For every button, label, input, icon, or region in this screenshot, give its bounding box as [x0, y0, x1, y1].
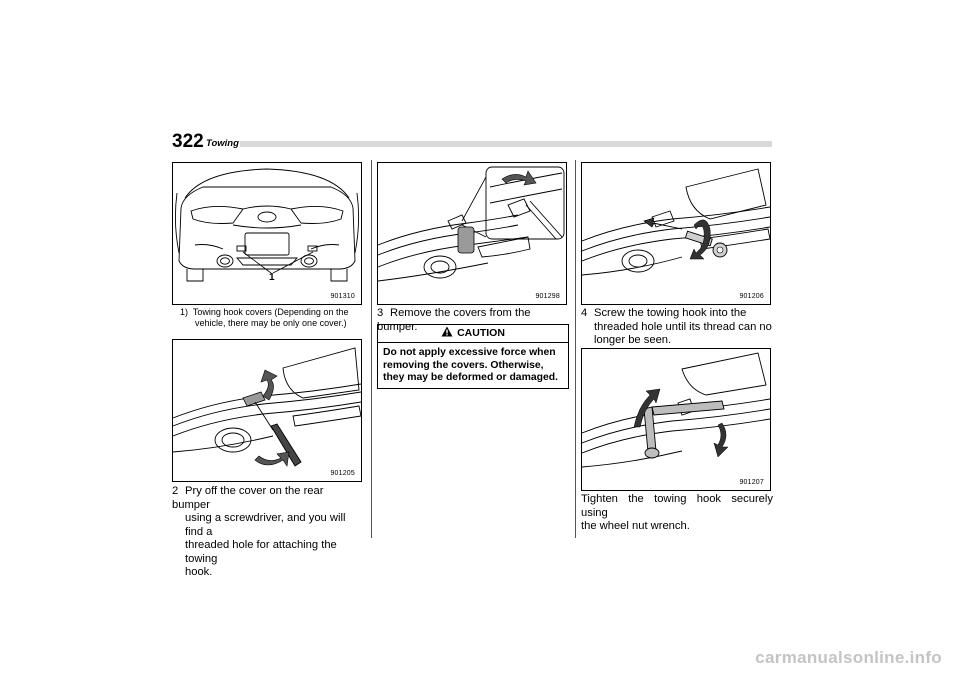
final-instruction: Tighten the towing hook securely using t…: [581, 493, 773, 534]
step-line: Screw the towing hook into the: [594, 307, 747, 319]
figure-screw-hook: 901206: [581, 162, 771, 305]
step-line: threaded hole until its thread can no: [594, 320, 772, 333]
figure-caption: 1) Towing hook covers (Depending on the …: [180, 307, 365, 329]
screw-hook-illustration: [582, 168, 770, 276]
caution-line: they may be deformed or damaged.: [383, 372, 558, 383]
watermark: carmanualsonline.info: [755, 648, 942, 667]
column-divider-1: [371, 160, 372, 538]
figure-pry-cover: 901205: [172, 339, 362, 482]
step-number: 4: [581, 307, 588, 319]
caution-text: Do not apply excessive force when removi…: [378, 343, 568, 385]
car-rear-illustration: [174, 168, 360, 282]
remove-cover-illustration: [378, 166, 565, 282]
figure-code: 901310: [330, 293, 355, 300]
step-line: hook.: [185, 566, 213, 578]
step-number: 2: [172, 485, 179, 497]
step-line: Pry off the cover on the rear bumper: [172, 485, 324, 511]
caution-line: removing the covers. Otherwise,: [383, 359, 544, 371]
step-line: the wheel nut wrench.: [581, 520, 690, 532]
caution-title: CAUTION: [457, 327, 505, 339]
step-line: threaded hole for attaching the towing: [185, 539, 337, 565]
callout-1: 1: [269, 272, 275, 283]
caution-box: CAUTION Do not apply excessive force whe…: [377, 324, 569, 389]
page-number: 322: [172, 131, 204, 152]
figure-code: 901206: [739, 293, 764, 300]
pry-cover-illustration: [173, 347, 361, 467]
figure-code: 901205: [330, 470, 355, 477]
figure-code: 901298: [535, 293, 560, 300]
header-rule: [240, 141, 772, 147]
figure-remove-cover: 901298: [377, 162, 567, 305]
step-4: 4 Screw the towing hook into the threaded…: [581, 307, 773, 348]
step-line: using a screwdriver, and you will find a: [185, 512, 346, 538]
figure-tighten-hook: 901207: [581, 348, 771, 491]
caution-line: Do not apply excessive force when: [383, 347, 556, 358]
tighten-hook-illustration: [582, 352, 770, 468]
caution-header: CAUTION: [378, 325, 568, 343]
step-line: Remove the covers from the bumper.: [377, 307, 531, 333]
step-number: 3: [377, 307, 384, 319]
step-line: longer be seen.: [594, 334, 672, 346]
caption-number: 1): [180, 307, 189, 317]
section-title: Towing: [206, 138, 239, 149]
caption-line-2: vehicle, there may be only one cover.): [195, 318, 347, 328]
column-divider-2: [575, 160, 576, 538]
figure-code: 901207: [739, 479, 764, 486]
figure-rear-view: 1 901310: [172, 162, 362, 305]
caption-line-1: Towing hook covers (Depending on the: [192, 307, 349, 317]
warning-triangle-icon: [441, 326, 453, 337]
step-line: Tighten the towing hook securely using: [581, 493, 773, 519]
